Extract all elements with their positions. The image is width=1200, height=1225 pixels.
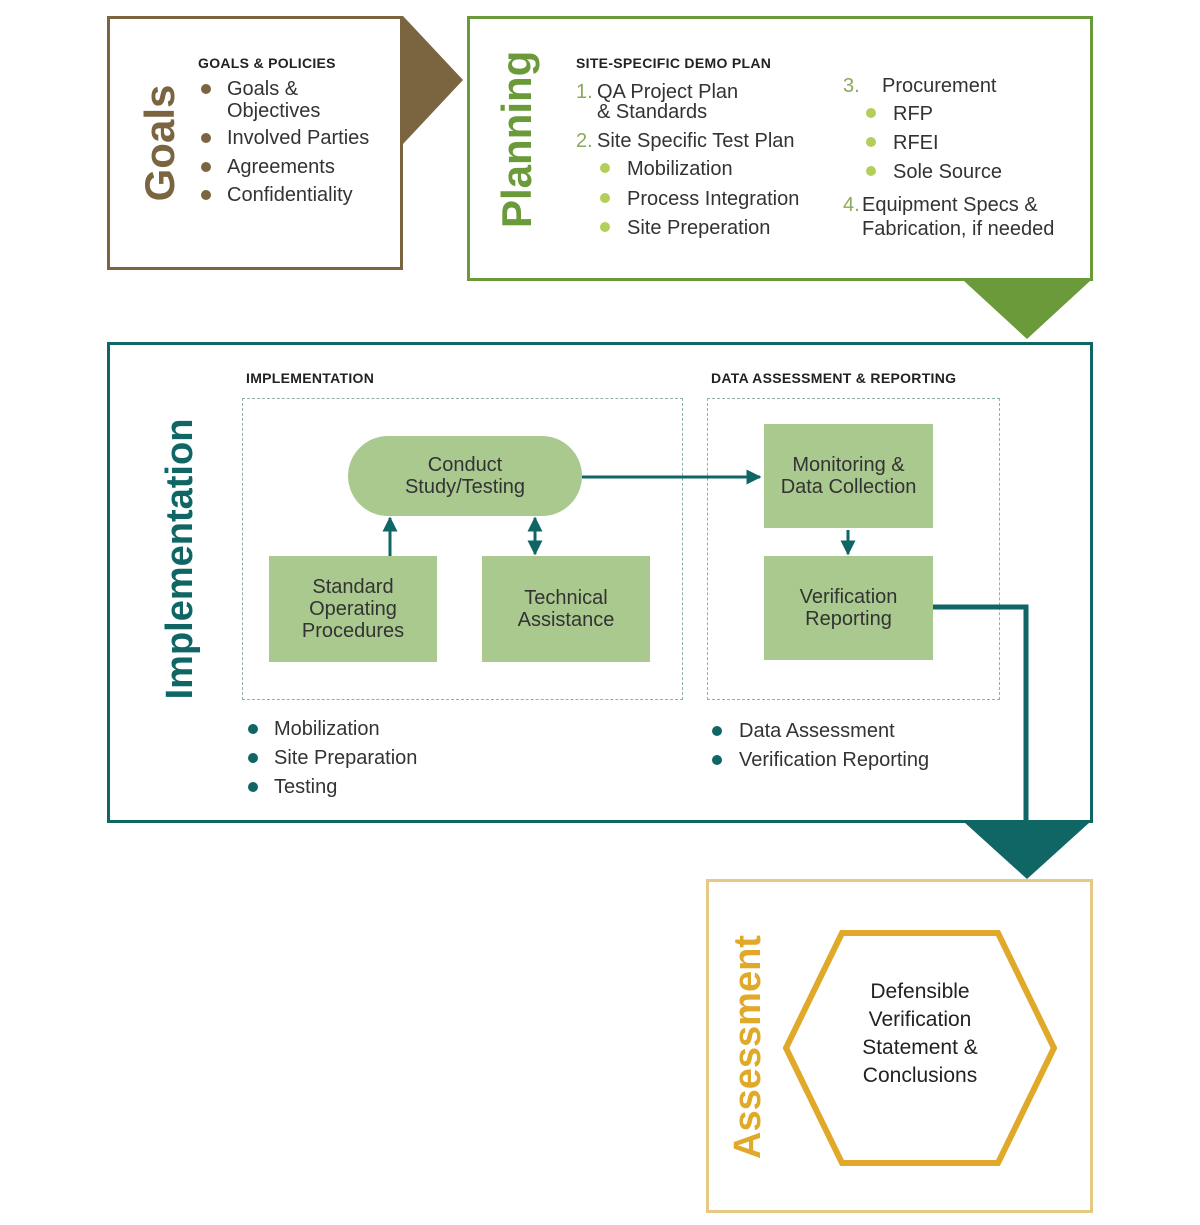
goals-heading: GOALS & POLICIES (198, 55, 336, 71)
implementation-bullet (248, 753, 258, 763)
goals-item: Goals & (227, 78, 299, 100)
goals-item: Agreements (227, 156, 335, 178)
conduct-study-node: Conduct Study/Testing (348, 436, 582, 516)
planning-subitem: Site Preperation (627, 217, 771, 239)
planning-bullet (600, 193, 610, 203)
data-assessment-bullet (712, 726, 722, 736)
planning-subitem: Sole Source (893, 161, 1002, 183)
goals-arrow (403, 16, 463, 144)
verification-reporting-node: Verification Reporting (764, 556, 933, 660)
planning-bullet (600, 163, 610, 173)
sop-node: Standard Operating Procedures (269, 556, 437, 662)
data-assessment-list-item: Data Assessment (739, 720, 895, 742)
planning-subitem: Mobilization (627, 158, 733, 180)
goals-item: Involved Parties (227, 127, 370, 149)
goals-bullet (201, 84, 211, 94)
data-assessment-group (707, 398, 1000, 700)
planning-num: 2. (576, 130, 593, 152)
planning-subitem: RFP (893, 103, 933, 125)
implementation-heading: IMPLEMENTATION (246, 370, 375, 386)
planning-item: & Standards (597, 101, 708, 123)
implementation-bullet (248, 782, 258, 792)
planning-item: Fabrication, if needed (862, 218, 1055, 240)
data-assessment-list-item: Verification Reporting (739, 749, 930, 771)
technical-assistance-node: Technical Assistance (482, 556, 650, 662)
planning-arrow (964, 281, 1090, 339)
implementation-list-item: Site Preparation (274, 747, 418, 769)
connector-verification-to-assessment (933, 604, 1029, 822)
planning-item: QA Project Plan (597, 81, 739, 103)
data-assessment-bullet (712, 755, 722, 765)
goals-bullet (201, 162, 211, 172)
planning-item: Equipment Specs & (862, 194, 1038, 216)
planning-bullet (866, 166, 876, 176)
implementation-bullet (248, 724, 258, 734)
data-assessment-heading: DATA ASSESSMENT & REPORTING (711, 370, 957, 386)
implementation-list-item: Mobilization (274, 718, 380, 740)
planning-bullet (600, 222, 610, 232)
planning-item: Site Specific Test Plan (597, 130, 795, 152)
goals-item: Confidentiality (227, 184, 353, 206)
planning-num: 3. (843, 75, 860, 97)
planning-subitem: RFEI (893, 132, 939, 154)
planning-bullet (866, 137, 876, 147)
planning-subitem: Process Integration (627, 188, 800, 210)
goals-bullet (201, 190, 211, 200)
planning-num: 4. (843, 194, 860, 216)
implementation-list-item: Testing (274, 776, 338, 798)
planning-num: 1. (576, 81, 593, 103)
assessment-conclusion-text: Defensible Verification Statement & Conc… (862, 980, 978, 1087)
planning-item: Procurement (882, 75, 997, 97)
planning-bullet (866, 108, 876, 118)
monitoring-node: Monitoring & Data Collection (764, 424, 933, 528)
goals-panel (107, 16, 403, 270)
planning-panel (467, 16, 1093, 281)
implementation-group (242, 398, 683, 700)
implementation-arrow (964, 822, 1090, 879)
goals-item: Objectives (227, 100, 321, 122)
planning-heading: SITE-SPECIFIC DEMO PLAN (576, 55, 772, 71)
goals-bullet (201, 133, 211, 143)
